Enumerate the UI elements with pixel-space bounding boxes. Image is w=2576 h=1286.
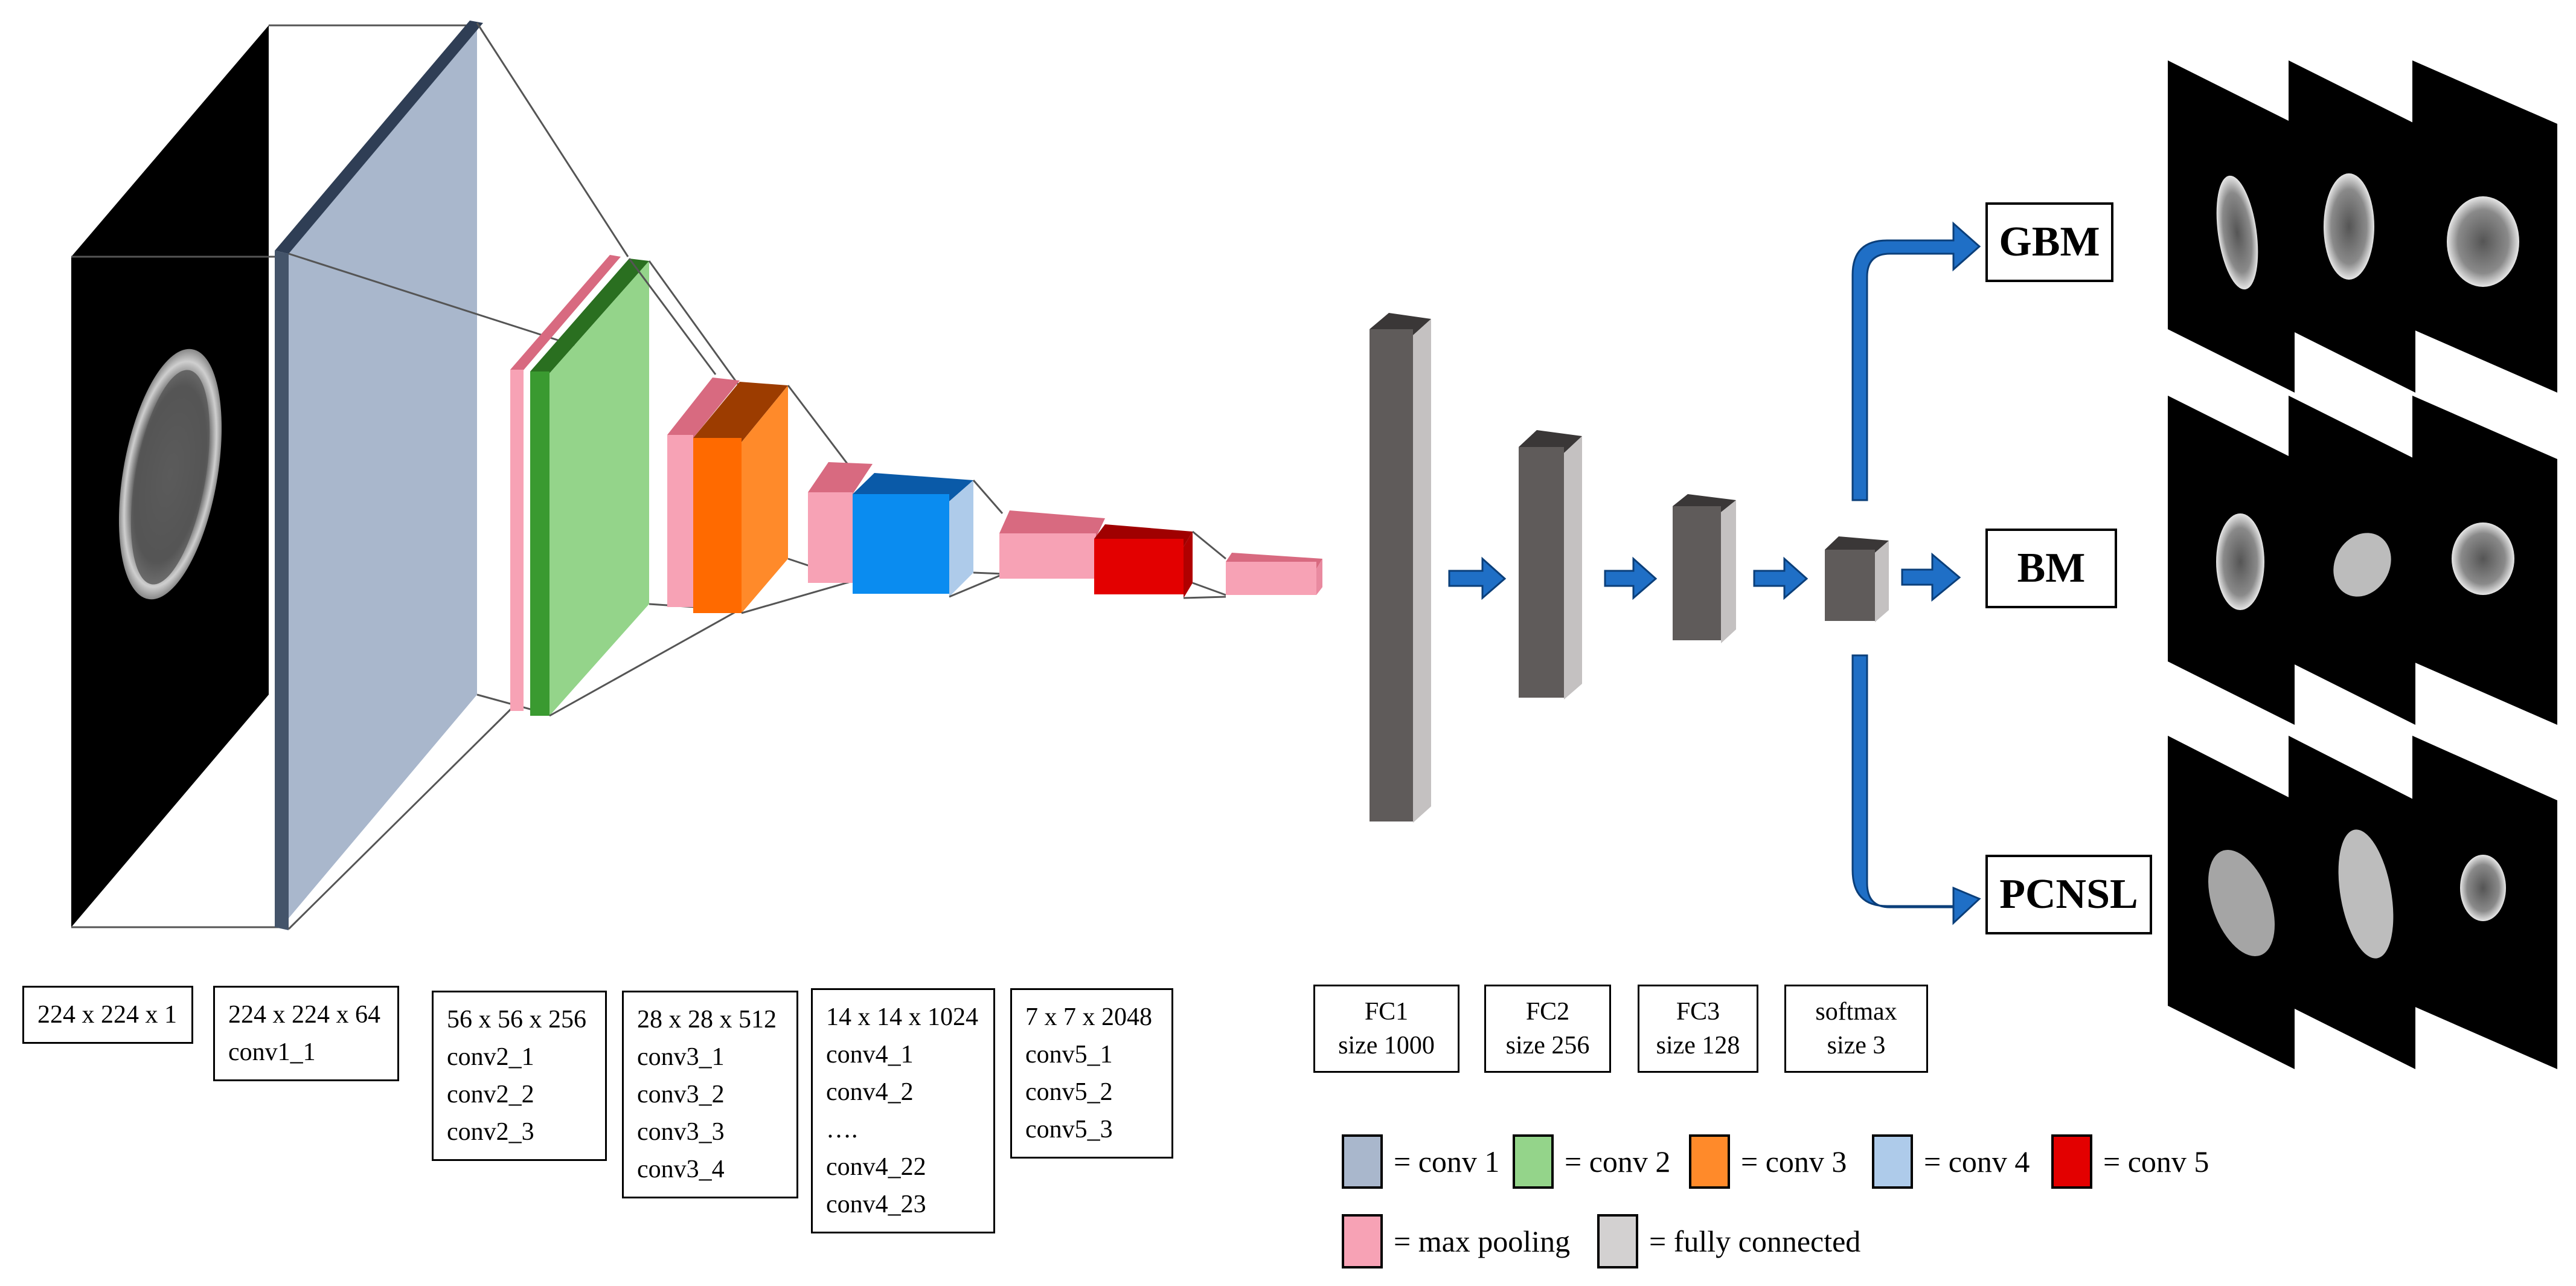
label-line: conv2_3 <box>447 1118 534 1146</box>
fc1-bar <box>1370 313 1431 823</box>
legend-label: = conv 1 <box>1394 1145 1500 1178</box>
label-line: conv5_1 <box>1025 1041 1113 1069</box>
legend-swatch <box>1872 1134 1913 1189</box>
arrow-fc1-to-fc2-icon <box>1604 556 1658 600</box>
legend-conv2: = conv 2 <box>1513 1134 1670 1189</box>
projection-lines-conv5 <box>1183 530 1226 599</box>
pcnsl-examples <box>2168 736 2557 1069</box>
legend-swatch <box>1513 1134 1554 1189</box>
label-line: …. <box>826 1116 858 1143</box>
label-line: conv3_3 <box>637 1118 725 1146</box>
legend-label: = conv 3 <box>1741 1145 1847 1178</box>
label-line: conv4_1 <box>826 1041 914 1069</box>
fc1-label: FC1 size 1000 <box>1313 985 1459 1073</box>
arrow-fc2-to-fc3-icon <box>1753 556 1809 600</box>
label-line: 224 x 224 x 1 <box>37 1001 177 1029</box>
projection-lines-conv4 <box>949 480 1004 598</box>
label-line: conv1_1 <box>228 1038 316 1066</box>
layer-label-conv2: 56 x 56 x 256 conv2_1 conv2_2 conv2_3 <box>432 991 607 1161</box>
layer-label-conv4: 14 x 14 x 1024 conv4_1 conv4_2 …. conv4_… <box>811 988 995 1233</box>
legend-max-pooling: = max pooling <box>1342 1214 1570 1268</box>
stage5-blocks <box>999 510 1193 598</box>
label-line: 7 x 7 x 2048 <box>1025 1003 1152 1031</box>
layer-label-conv3: 28 x 28 x 512 conv3_1 conv3_2 conv3_3 co… <box>622 991 798 1198</box>
bm-examples <box>2168 396 2557 725</box>
stage3-blocks <box>667 378 788 613</box>
stage4-blocks <box>808 462 973 597</box>
label-line: conv3_1 <box>637 1043 725 1071</box>
label-line: conv3_2 <box>637 1081 725 1108</box>
fc2-label: FC2 size 256 <box>1484 985 1611 1073</box>
stage2-blocks <box>510 255 649 716</box>
output-bm: BM <box>1985 529 2117 608</box>
arrow-to-gbm-icon <box>1851 221 1981 501</box>
label-line: conv4_23 <box>826 1191 926 1218</box>
softmax-label: softmax size 3 <box>1784 985 1928 1073</box>
legend-swatch <box>1689 1134 1730 1189</box>
label-line: conv5_2 <box>1025 1078 1113 1106</box>
label-line: size 3 <box>1827 1032 1886 1059</box>
label-line: FC3 <box>1676 998 1720 1026</box>
legend-conv4: = conv 4 <box>1872 1134 2030 1189</box>
legend-label: = fully connected <box>1649 1224 1861 1258</box>
gbm-examples <box>2168 60 2557 393</box>
fc3-label: FC3 size 128 <box>1638 985 1758 1073</box>
label-line: FC1 <box>1364 998 1409 1026</box>
label-line: size 1000 <box>1338 1032 1435 1059</box>
legend-conv5: = conv 5 <box>2051 1134 2209 1189</box>
legend-label: = max pooling <box>1394 1224 1571 1258</box>
output-gbm: GBM <box>1985 202 2113 282</box>
label-line: conv2_2 <box>447 1081 534 1108</box>
label-line: size 256 <box>1505 1032 1590 1059</box>
fc3-bar <box>1673 494 1736 643</box>
branch-arrows <box>1851 221 1981 925</box>
layer-label-input: 224 x 224 x 1 <box>22 986 193 1044</box>
projection-lines-input <box>71 24 477 928</box>
label-line: 28 x 28 x 512 <box>637 1006 777 1034</box>
legend-swatch <box>1597 1214 1638 1268</box>
legend-fully-connected: = fully connected <box>1597 1214 1860 1268</box>
legend-conv1: = conv 1 <box>1342 1134 1499 1189</box>
legend-label: = conv 2 <box>1565 1145 1671 1178</box>
final-pool-block <box>1226 553 1322 595</box>
layer-label-conv5: 7 x 7 x 2048 conv5_1 conv5_2 conv5_3 <box>1010 988 1173 1159</box>
legend-swatch <box>1342 1134 1383 1189</box>
label-line: size 128 <box>1656 1032 1740 1059</box>
softmax-bar <box>1825 536 1889 622</box>
label-line: conv2_1 <box>447 1043 534 1071</box>
output-pcnsl: PCNSL <box>1985 855 2152 934</box>
arrow-pool-to-fc1-icon <box>1448 556 1507 600</box>
arrow-to-pcnsl-icon <box>1851 654 1981 925</box>
legend-swatch <box>1342 1214 1383 1268</box>
label-line: 14 x 14 x 1024 <box>826 1003 978 1031</box>
legend-label: = conv 4 <box>1924 1145 2030 1178</box>
label-line: softmax <box>1815 998 1897 1026</box>
layer-label-conv1: 224 x 224 x 64 conv1_1 <box>213 986 399 1081</box>
label-line: 56 x 56 x 256 <box>447 1006 586 1034</box>
fc-arrows <box>1448 552 1961 602</box>
legend-conv3: = conv 3 <box>1689 1134 1847 1189</box>
label-line: FC2 <box>1525 998 1570 1026</box>
label-line: conv5_3 <box>1025 1116 1113 1143</box>
legend-swatch <box>2051 1134 2092 1189</box>
fc2-bar <box>1519 430 1582 699</box>
input-slice <box>71 25 269 927</box>
conv1-block <box>275 21 483 930</box>
label-line: conv4_2 <box>826 1078 914 1106</box>
legend-label: = conv 5 <box>2103 1145 2209 1178</box>
label-line: conv3_4 <box>637 1156 725 1183</box>
arrow-softmax-to-bm-icon <box>1901 552 1961 602</box>
label-line: 224 x 224 x 64 <box>228 1001 380 1029</box>
label-line: conv4_22 <box>826 1153 926 1181</box>
